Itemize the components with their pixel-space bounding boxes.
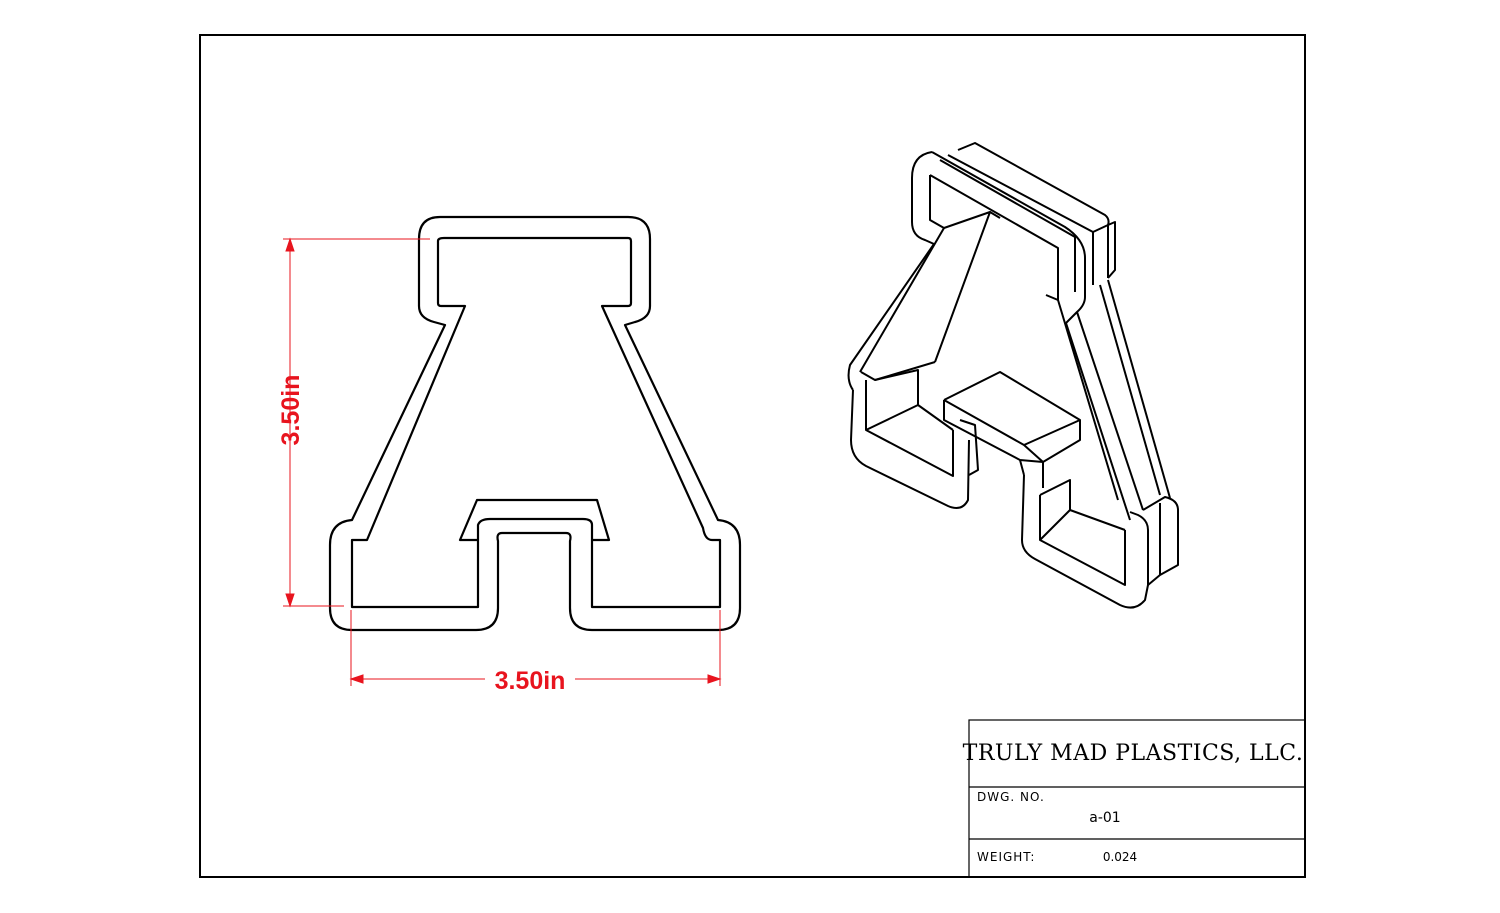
height-dimension — [283, 237, 430, 608]
drawing-border — [199, 34, 1306, 878]
front-view-outer-outline — [328, 215, 742, 632]
front-view-crossbar-slot — [476, 517, 594, 540]
iso-right-leg — [1065, 322, 1131, 521]
weight-value: 0.024 — [1103, 850, 1137, 864]
iso-crossbar — [943, 371, 1081, 463]
front-view-inner-outline — [350, 236, 722, 609]
iso-right-foot — [1021, 474, 1149, 609]
drawing-number-label: DWG. NO. — [977, 790, 1045, 804]
iso-top-inner — [929, 174, 1059, 301]
width-dimension — [349, 610, 722, 686]
drawing-number-value: a-01 — [1089, 810, 1120, 826]
height-dimension-label: 3.50in — [277, 375, 305, 446]
iso-left-foot — [850, 389, 970, 509]
weight-label: WEIGHT: — [977, 850, 1035, 864]
front-view — [328, 215, 742, 632]
isometric-view — [847, 142, 1179, 609]
width-dimension-label: 3.50in — [495, 667, 566, 695]
title-block — [968, 719, 1306, 878]
iso-top-outer — [931, 151, 1086, 324]
company-name: TRULY MAD PLASTICS, LLC. — [963, 741, 1304, 766]
iso-left-leg — [847, 243, 935, 391]
